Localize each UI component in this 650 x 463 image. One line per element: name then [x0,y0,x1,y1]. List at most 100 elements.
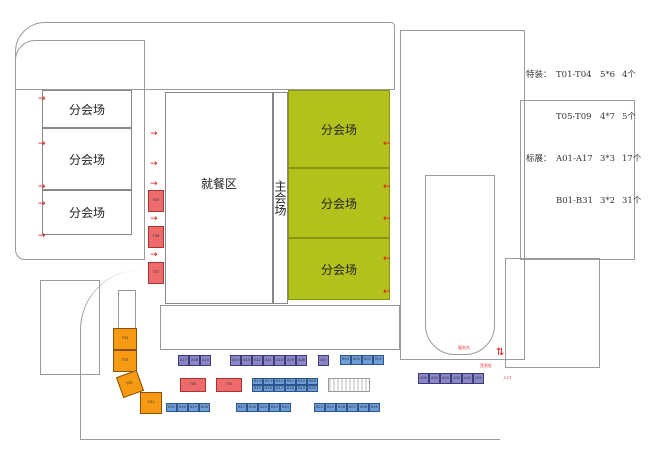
legend-size: 3*3 [600,154,616,164]
booth-b29[interactable]: B29 [188,403,199,412]
booth-b10[interactable]: B10 [296,378,307,385]
legend-range: A01-A17 [556,154,593,164]
booth-b09[interactable]: B09 [307,378,318,385]
booth-a07[interactable]: A07 [318,355,329,366]
hall-green-2: 分会场 [288,168,390,238]
booth-t04[interactable]: T04 [113,328,137,350]
booth-b02[interactable]: B02 [362,355,373,365]
booth-a04[interactable]: A04 [440,373,451,384]
booth-b04[interactable]: B04 [340,355,351,365]
booth-b21[interactable]: B21 [325,403,336,412]
hall-left-1: 分会场 [42,90,132,128]
booth-b23[interactable]: B23 [280,403,291,412]
booth-b30[interactable]: B30 [177,403,188,412]
booth-b13[interactable]: B13 [263,378,274,385]
booth-b17[interactable]: B17 [274,385,285,392]
legend-label: 特装： [526,70,552,80]
booth-b19[interactable]: B19 [296,385,307,392]
hall-green-3: 分会场 [288,238,390,300]
booth-b16[interactable]: B16 [263,385,274,392]
entry-arrow-icon: → [150,214,158,224]
booth-a08[interactable]: A08 [296,355,307,366]
booth-b27[interactable]: B27 [236,403,247,412]
booth-b01[interactable]: B01 [373,355,384,365]
hall-left-2: 分会场 [42,128,132,190]
booth-b20[interactable]: B20 [307,385,318,392]
entry-arrow-icon: → [38,139,46,149]
booth-b12[interactable]: B12 [274,378,285,385]
booth-a14[interactable]: A14 [230,355,241,366]
booth-b22[interactable]: B22 [314,403,325,412]
booth-a05[interactable]: A05 [429,373,440,384]
booth-a01[interactable]: A01 [473,373,484,384]
entry-arrow-icon: ← [383,139,391,149]
entry-arrow-icon: ← [383,287,391,297]
booth-a15[interactable]: A15 [200,355,211,366]
booth-t05[interactable]: T05 [216,378,242,392]
booth-a11[interactable]: A11 [263,355,274,366]
booth-t08[interactable]: T08 [148,226,164,248]
building-south-corridor [80,270,500,440]
dining-label: 就餐区 [200,176,237,191]
entry-arrow-icon: → [150,159,158,169]
booth-b25[interactable]: B25 [258,403,269,412]
entrance-arrow-icon: ⇅ [496,347,505,358]
entry-arrow-icon: ← [383,254,391,264]
booth-b15[interactable]: B15 [252,385,263,392]
booth-t03[interactable]: T03 [113,350,137,372]
stairs [328,378,370,392]
booth-a12[interactable]: A12 [252,355,263,366]
booth-b26[interactable]: B26 [247,403,258,412]
booth-b08[interactable]: B08 [336,403,347,412]
booth-a10[interactable]: A10 [274,355,285,366]
booth-a02[interactable]: A02 [462,373,473,384]
legend-range: T01-T04 [556,70,592,80]
booth-a03[interactable]: A03 [451,373,462,384]
booth-a13[interactable]: A13 [241,355,252,366]
booth-b18[interactable]: B18 [285,385,296,392]
legend-range: T05-T09 [556,112,592,122]
booth-t01[interactable]: T01 [140,392,162,414]
main-hall: 主会场 [273,92,288,304]
hall-green-1: 分会场 [288,90,390,168]
entry-arrow-icon: → [38,199,46,209]
legend-count: 31个 [622,196,642,206]
legend-count: 5个 [622,112,636,122]
registration-note: 签到处 [480,363,492,368]
building-east-wing [400,30,525,360]
legend-count: 4个 [622,70,636,80]
booth-a16[interactable]: A16 [189,355,200,366]
entry-arrow-icon: ← [383,214,391,224]
booth-t09[interactable]: T09 [148,190,164,212]
booth-b31[interactable]: B31 [166,403,177,412]
building-southeast [505,258,600,368]
booth-b24[interactable]: B24 [269,403,280,412]
booth-b28[interactable]: B28 [199,403,210,412]
booth-t07[interactable]: T07 [148,262,164,284]
booth-a06[interactable]: A06 [418,373,429,384]
booth-a17[interactable]: A17 [178,355,189,366]
booth-b05[interactable]: B05 [369,403,380,412]
booth-b14[interactable]: B14 [252,378,263,385]
escalator [118,290,136,330]
booth-a09[interactable]: A09 [285,355,296,366]
dining-area: 就餐区 [165,92,273,304]
booth-t06[interactable]: T06 [180,378,206,392]
booth-b03[interactable]: B03 [351,355,362,365]
entry-arrow-icon: → [150,250,158,260]
entry-arrow-icon: → [38,182,46,192]
booth-b06[interactable]: B06 [358,403,369,412]
booth-b11[interactable]: B11 [285,378,296,385]
booth-b07[interactable]: B07 [347,403,358,412]
legend-label: 标展： [526,154,552,164]
building-service-block [160,305,400,350]
entry-arrow-icon: → [38,231,46,241]
hall-left-3: 分会场 [42,190,132,235]
building-east-hall [425,175,495,355]
entry-arrow-icon: ← [383,182,391,192]
